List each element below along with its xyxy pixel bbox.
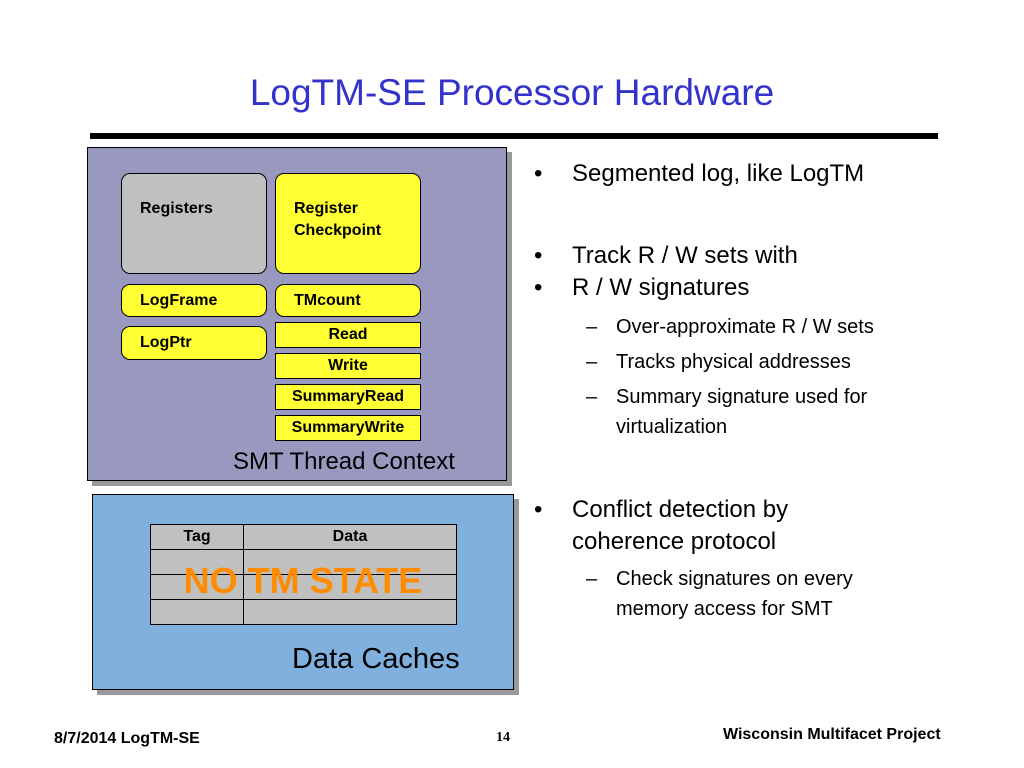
summary-read-signature-label: SummaryRead xyxy=(291,388,405,405)
table-cell xyxy=(243,574,457,600)
register-checkpoint-label-line1: Register xyxy=(294,200,359,217)
sub-bullet-check-signatures-cont: memory access for SMT xyxy=(616,598,833,620)
logptr-label: LogPtr xyxy=(140,334,192,351)
data-column-header: Data xyxy=(243,524,457,550)
sub-bullet-summary-signature-cont: virtualization xyxy=(616,416,728,438)
no-tm-state-overlay: NO TM STATE xyxy=(183,560,423,601)
logframe-box: LogFrame xyxy=(121,284,267,317)
registers-box: Registers xyxy=(121,173,267,274)
sub-bullet-over-approximate: Over-approximate R / W sets xyxy=(530,312,874,342)
logptr-box: LogPtr xyxy=(121,326,267,360)
summary-write-signature-box: SummaryWrite xyxy=(275,415,421,441)
smt-panel-label: SMT Thread Context xyxy=(233,448,455,475)
summary-read-signature-box: SummaryRead xyxy=(275,384,421,410)
register-checkpoint-label-line2: Checkpoint xyxy=(294,222,382,239)
table-row xyxy=(150,574,457,600)
logframe-label: LogFrame xyxy=(140,291,218,309)
bullet-text-line2-span: R / W signatures xyxy=(572,274,750,301)
cache-panel-label: Data Caches xyxy=(292,643,460,675)
sub-bullet-check-signatures: Check signatures on every xyxy=(530,564,853,594)
write-signature-box: Write xyxy=(275,353,421,379)
sub-bullet-physical-addresses: Tracks physical addresses xyxy=(530,347,874,377)
summary-write-signature-label: SummaryWrite xyxy=(291,419,405,436)
tmcount-box: TMcount xyxy=(275,284,421,317)
bullet-text-line2: coherence protocol xyxy=(572,528,777,555)
bullet-text-line2: R / W signatures xyxy=(530,272,874,304)
cache-table-header-row: Tag Data xyxy=(150,524,457,550)
bullet-text: Segmented log, like LogTM xyxy=(530,158,864,190)
sub-bullet-summary-signature: Summary signature used for xyxy=(530,382,874,412)
read-signature-label: Read xyxy=(328,326,368,343)
table-cell xyxy=(243,599,457,625)
bullet-segmented-log: Segmented log, like LogTM xyxy=(530,158,864,190)
table-cell xyxy=(150,599,244,625)
title-divider xyxy=(90,133,938,139)
bullet-track-sets: Track R / W sets with R / W signatures O… xyxy=(530,240,874,442)
bullet-text-line1: Track R / W sets with xyxy=(530,240,874,272)
cache-table: Tag Data xyxy=(150,524,457,625)
register-checkpoint-box: Register Checkpoint xyxy=(275,173,421,274)
tmcount-label: TMcount xyxy=(294,291,361,309)
bullet-conflict-detection: Conflict detection by coherence protocol… xyxy=(530,494,853,624)
tag-column-header: Tag xyxy=(150,524,244,550)
table-row xyxy=(150,599,457,625)
write-signature-label: Write xyxy=(328,357,368,374)
slide-number: 14 xyxy=(496,730,510,745)
slide-title: LogTM-SE Processor Hardware xyxy=(249,72,775,113)
registers-label: Registers xyxy=(140,200,213,217)
bullet-text-line1: Conflict detection by xyxy=(530,494,853,526)
read-signature-box: Read xyxy=(275,322,421,348)
footer-org: Wisconsin Multifacet Project xyxy=(723,726,941,743)
footer-date-title: 8/7/2014 LogTM-SE xyxy=(54,730,200,747)
